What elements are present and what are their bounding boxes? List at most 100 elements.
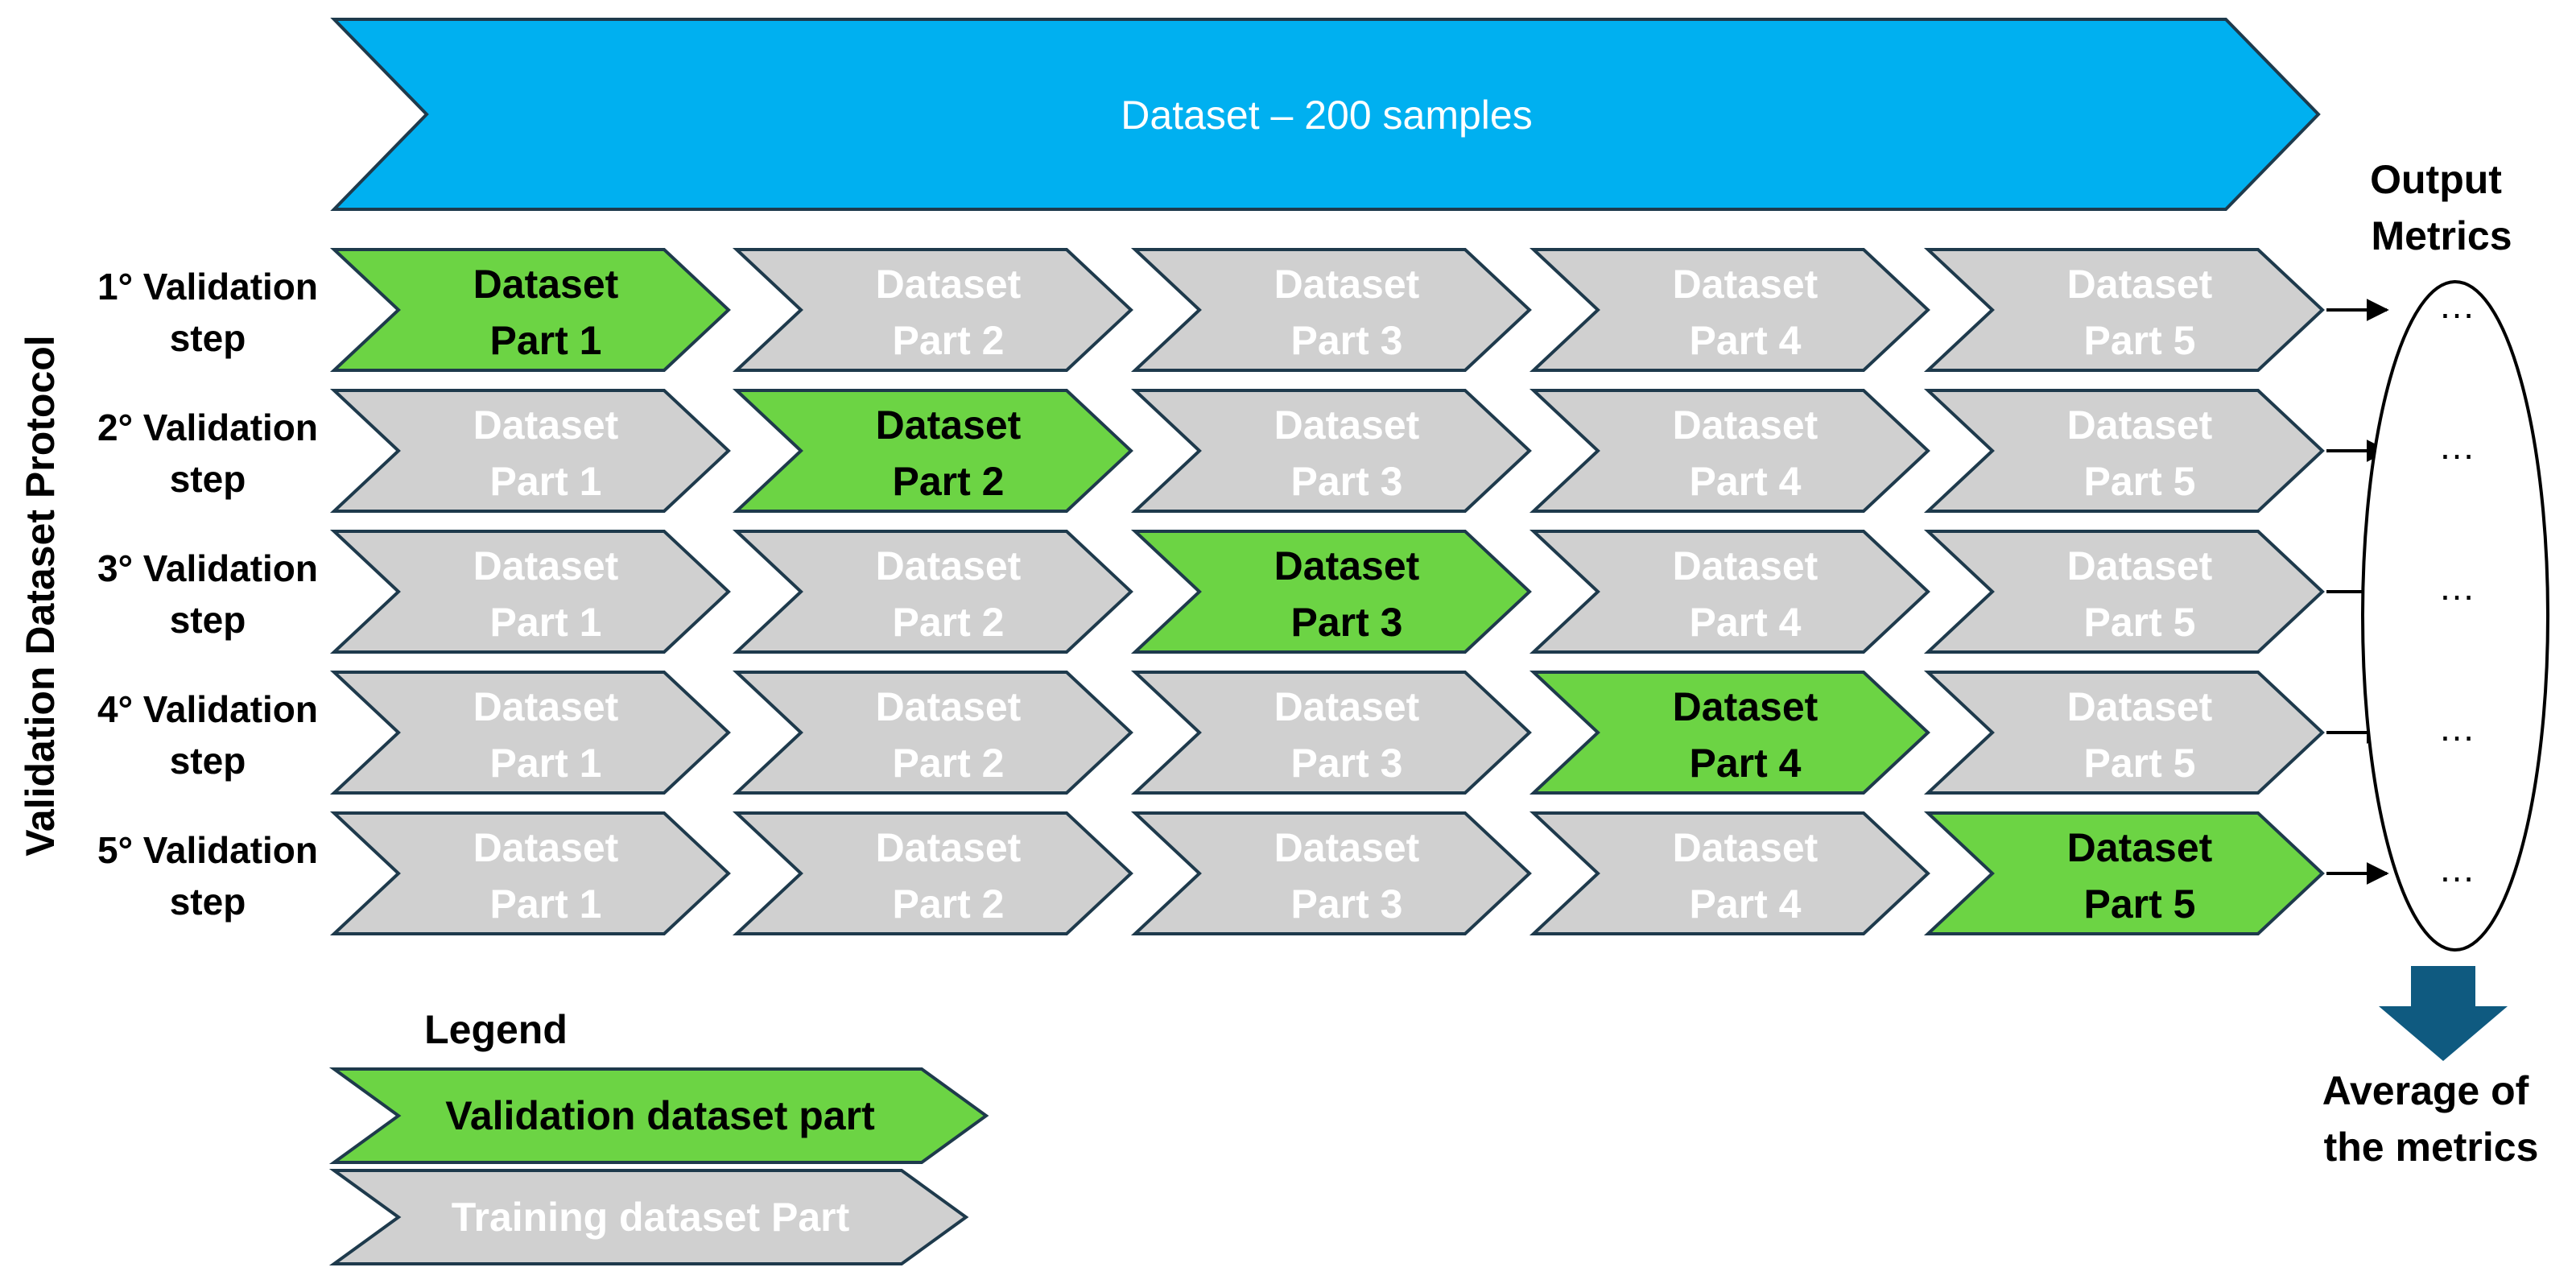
output-metrics-ellipse (2361, 280, 2549, 952)
step-label-line: step (170, 881, 246, 923)
legend-training-label: Training dataset Part (452, 1195, 850, 1240)
chevron-label-line: Part 1 (490, 459, 602, 504)
chevron-shape (1529, 671, 1930, 795)
metric-placeholder: … (2438, 284, 2475, 326)
chevron-shape (1923, 248, 2325, 372)
chevron-shape (732, 530, 1133, 654)
chevron-shape (1923, 389, 2325, 513)
chevron-label-line: Dataset (1673, 262, 1818, 307)
dataset-banner-chevron (330, 18, 2321, 211)
chevron-label-line: Part 2 (893, 600, 1005, 645)
metric-placeholder: … (2438, 566, 2475, 608)
step-label-line: step (170, 740, 246, 782)
average-label: Average of the metrics (2322, 1068, 2540, 1170)
chevron-label-line: Dataset (1274, 825, 1420, 870)
output-metrics-title-line-2: Metrics (2371, 213, 2512, 258)
step-label-line: 5° Validation (97, 829, 318, 871)
metric-placeholder: … (2438, 848, 2475, 890)
chevron-label-line: Part 5 (2084, 741, 2196, 786)
chevron-label-line: Part 5 (2084, 881, 2196, 927)
chevron-label-line: Dataset (1274, 684, 1420, 729)
chevron-shape (1529, 389, 1930, 513)
step-label: 5° Validation step (97, 829, 318, 923)
chevron-label-line: Part 3 (1291, 741, 1403, 786)
chevron-label-line: Dataset (2067, 825, 2213, 870)
legend-validation-label: Validation dataset part (445, 1093, 875, 1138)
legend-training-item: Training dataset Part (328, 1169, 969, 1265)
chevron-label-line: Dataset (876, 262, 1022, 307)
chevron-label-line: Dataset (2067, 402, 2213, 448)
chevron-shape (1130, 671, 1532, 795)
chevron-shape (1923, 530, 2325, 654)
chevron-shape (732, 811, 1133, 935)
step-label-line: 3° Validation (97, 547, 318, 589)
output-metrics-items: …………… (2438, 284, 2475, 890)
chevron-label-line: Part 5 (2084, 600, 2196, 645)
chevron-label-line: Dataset (473, 402, 619, 448)
chevron-label-line: Dataset (1673, 684, 1818, 729)
chevron-label-line: Part 1 (490, 881, 602, 927)
chevron-label-line: Part 5 (2084, 459, 2196, 504)
chevron-label-line: Part 4 (1690, 600, 1802, 645)
chevron-label-line: Dataset (473, 543, 619, 588)
chevron-shape (329, 248, 731, 372)
step-label-line: step (170, 317, 246, 359)
chevron-label-line: Part 2 (893, 881, 1005, 927)
chevron-label-line: Dataset (2067, 262, 2213, 307)
chevron-label-line: Dataset (876, 684, 1022, 729)
legend: Legend Validation dataset part Training … (328, 1007, 989, 1265)
chevron-label-line: Part 2 (893, 741, 1005, 786)
chevron-shape (329, 671, 731, 795)
chevron-label-line: Part 3 (1291, 881, 1403, 927)
chevron-label-line: Dataset (1673, 825, 1818, 870)
chevron-shape (1923, 671, 2325, 795)
chevron-label-line: Part 1 (490, 741, 602, 786)
chevron-shape (1130, 530, 1532, 654)
chevron-shape (329, 389, 731, 513)
step-label-line: step (170, 458, 246, 500)
metric-placeholder: … (2438, 425, 2475, 467)
side-title: Validation Dataset Protocol (18, 335, 63, 856)
chevron-label-line: Part 4 (1690, 318, 1802, 363)
chevron-label-line: Part 1 (490, 600, 602, 645)
legend-training-chevron (328, 1169, 969, 1265)
chevron-shape (732, 671, 1133, 795)
chevron-label-line: Part 2 (893, 318, 1005, 363)
chevron-label-line: Part 3 (1291, 459, 1403, 504)
